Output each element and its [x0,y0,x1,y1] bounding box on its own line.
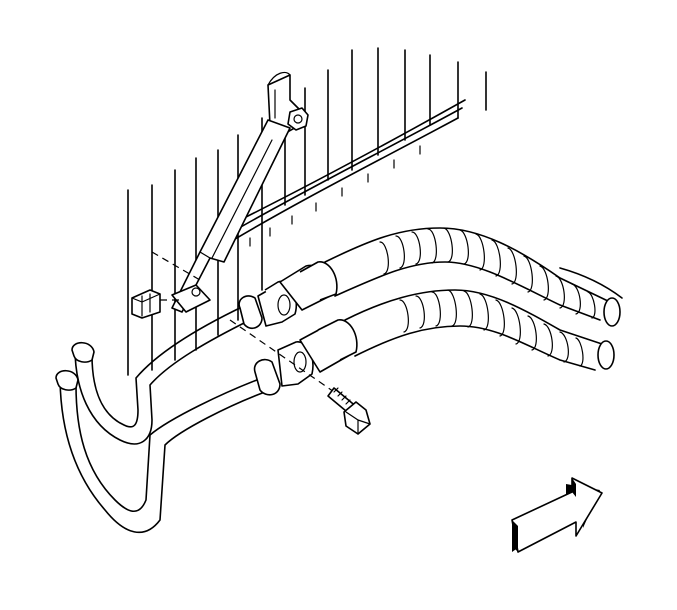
alignment-dash-upper [151,251,201,281]
clip-nut-icon [131,289,161,319]
mounting-bracket [171,71,301,313]
bolt-alignment-dash [229,319,341,397]
upper-hose-fitting [238,227,611,330]
radiator-core [127,47,487,376]
bolt-icon [287,107,309,131]
lower-hose-fitting [253,289,606,396]
hose-spiral-wrap [379,227,623,370]
cooler-line-lower [55,369,266,534]
bolt-icon [327,387,371,435]
cooler-line-upper [71,305,251,445]
direction-arrow-icon [511,477,603,553]
